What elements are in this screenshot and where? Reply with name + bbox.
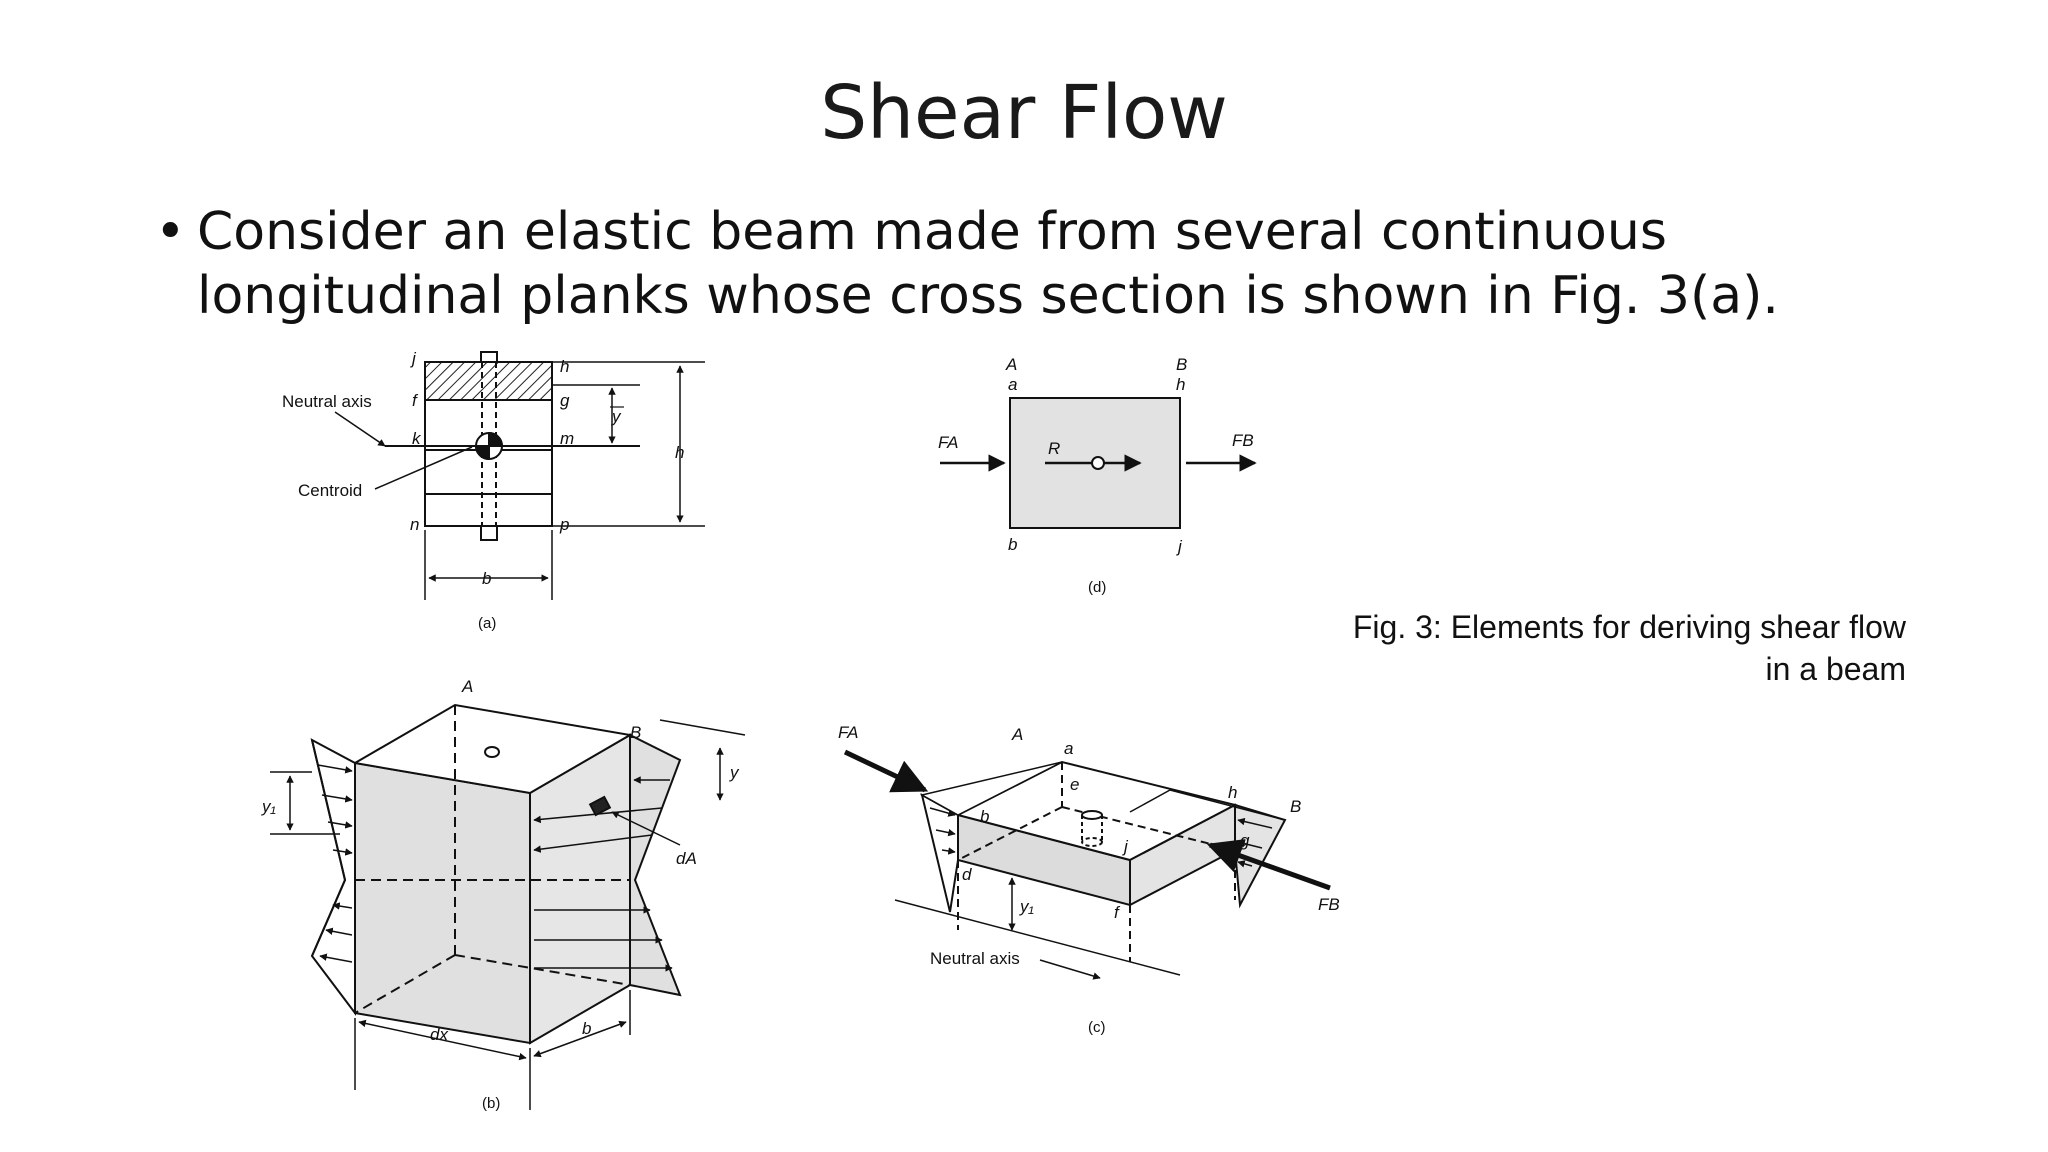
panel-label-a: (a) <box>478 615 496 632</box>
label-b-dx: dx <box>430 1025 448 1044</box>
label-h-dim: h <box>675 443 684 462</box>
label-d-h: h <box>1176 375 1185 394</box>
label-d-b: b <box>1008 535 1017 554</box>
label-d-FB: FB <box>1232 431 1254 450</box>
label-c-g: g <box>1240 831 1250 850</box>
figure-a-cross-section <box>334 351 705 600</box>
label-c-b: b <box>980 807 989 826</box>
label-f: f <box>412 391 419 410</box>
label-c-d: d <box>962 865 972 884</box>
label-d-FA: FA <box>938 433 958 452</box>
panel-label-c: (c) <box>1088 1019 1106 1036</box>
figure-b-labels: A B y y₁ dA dx b (b) <box>261 677 740 1112</box>
label-g: g <box>560 391 570 410</box>
label-b-B: B <box>630 723 641 742</box>
label-b-b: b <box>582 1019 591 1038</box>
label-c-e: e <box>1070 775 1079 794</box>
figure-b-beam-element <box>270 703 746 1110</box>
label-b-dim: b <box>482 569 491 588</box>
label-c-j: j <box>1122 837 1129 856</box>
figure-a-labels: Neutral axis Centroid j h f g k m n p y … <box>282 349 684 632</box>
figure-d-labels: A a B h FA FB R b j (d) <box>938 355 1254 596</box>
label-c-B: B <box>1290 797 1301 816</box>
label-k: k <box>412 429 422 448</box>
label-h-top: h <box>560 357 569 376</box>
slide-title: Shear Flow <box>820 70 1228 156</box>
label-d-R: R <box>1048 439 1060 458</box>
figure-c-plank-element <box>843 749 1331 980</box>
panel-label-b: (b) <box>482 1095 500 1112</box>
label-c-FA: FA <box>838 723 858 742</box>
bullet-marker: • <box>155 202 186 262</box>
label-ybar: y <box>611 407 622 426</box>
label-d-a: a <box>1008 375 1017 394</box>
bullet-text: Consider an elastic beam made from sever… <box>197 202 1779 326</box>
label-b-dA: dA <box>676 849 697 868</box>
label-p: p <box>559 515 569 534</box>
label-c-A: A <box>1011 725 1023 744</box>
label-c-FB: FB <box>1318 895 1340 914</box>
label-c-h: h <box>1228 783 1237 802</box>
figure-d-element <box>940 397 1257 529</box>
label-c-a: a <box>1064 739 1073 758</box>
label-b-y1: y₁ <box>261 797 276 816</box>
label-centroid: Centroid <box>298 481 362 500</box>
label-m: m <box>560 429 574 448</box>
label-neutral-axis-a: Neutral axis <box>282 392 372 411</box>
label-n: n <box>410 515 419 534</box>
label-j: j <box>410 349 417 368</box>
panel-label-d: (d) <box>1088 579 1106 596</box>
label-b-y: y <box>729 763 740 782</box>
label-d-A: A <box>1005 355 1017 374</box>
figure-c-labels: FA A a e h B b j g d f y₁ FB Neutral axi… <box>838 723 1340 1036</box>
label-c-y1: y₁ <box>1019 897 1034 916</box>
label-d-j: j <box>1176 537 1183 556</box>
figure-caption: Fig. 3: Elements for deriving shear flow… <box>1352 609 1906 687</box>
label-c-f: f <box>1114 903 1121 922</box>
label-b-A: A <box>461 677 473 696</box>
label-c-neutral-axis: Neutral axis <box>930 949 1020 968</box>
label-d-B: B <box>1176 355 1187 374</box>
